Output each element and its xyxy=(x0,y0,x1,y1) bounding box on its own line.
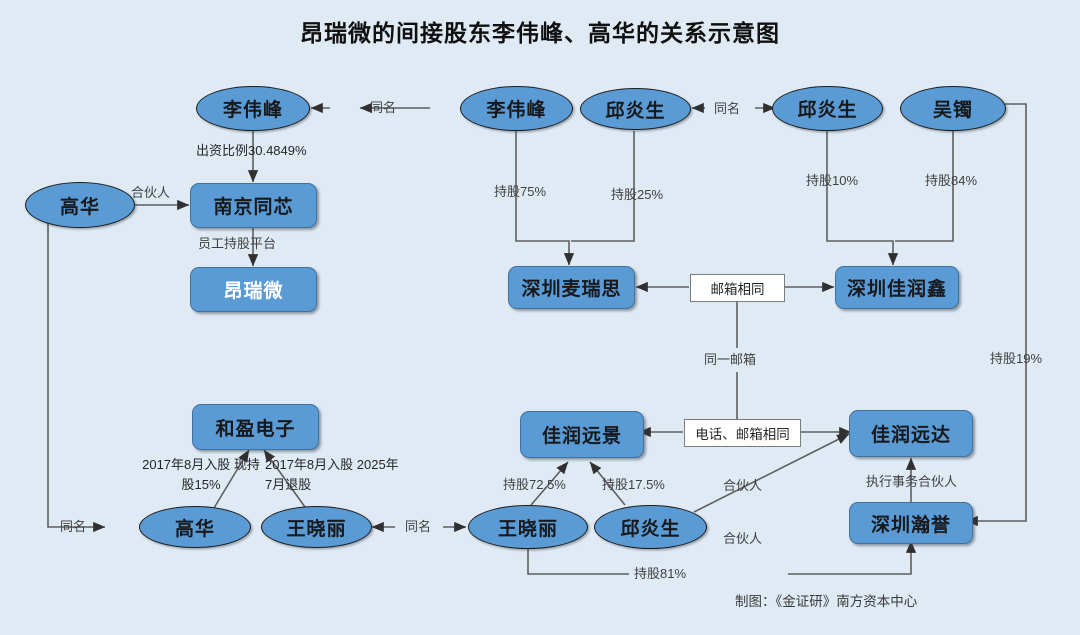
edge-label-chigu-84: 持股84% xyxy=(925,173,978,188)
edge-label-tongming-4: 同名 xyxy=(405,519,432,534)
edge-label-hehuoren-qiu-2: 合伙人 xyxy=(723,531,763,546)
edge-label-hehuoren-gaohua: 合伙人 xyxy=(131,185,171,200)
node-li-weifeng-left[interactable]: 李伟峰 xyxy=(196,86,310,131)
node-angrui-wei[interactable]: 昂瑞微 xyxy=(190,267,317,312)
node-label: 王晓丽 xyxy=(497,518,558,540)
node-nanjing-tongxin[interactable]: 南京同芯 xyxy=(190,183,317,228)
node-wang-xiaoli-right[interactable]: 王晓丽 xyxy=(468,505,588,549)
node-label: 和盈电子 xyxy=(215,418,296,440)
edge-label-chigu-19: 持股19% xyxy=(990,351,1043,366)
node-label: 邱炎生 xyxy=(605,100,666,122)
node-shenzhen-hanyu[interactable]: 深圳瀚誉 xyxy=(849,502,973,544)
node-label: 深圳瀚誉 xyxy=(870,514,951,536)
node-shenzhen-jiarunxin[interactable]: 深圳佳润鑫 xyxy=(835,266,959,309)
node-jiarun-yuanda[interactable]: 佳润远达 xyxy=(849,410,973,457)
edge-label-chigu-25: 持股25% xyxy=(611,187,664,202)
edge-label-chigu-81: 持股81% xyxy=(634,566,687,581)
edge-label-tongming-2: 同名 xyxy=(714,101,741,116)
footer-credit: 制图：《金证研》南方资本中心 xyxy=(735,594,918,609)
node-jiarun-yuanjing[interactable]: 佳润远景 xyxy=(520,411,644,458)
node-gao-hua-top[interactable]: 高华 xyxy=(25,182,135,228)
edge-label-chigu-17-5: 持股17.5% xyxy=(602,477,665,492)
node-label: 深圳麦瑞思 xyxy=(521,279,622,300)
node-label: 邱炎生 xyxy=(620,518,681,540)
node-label: 王晓丽 xyxy=(286,518,347,540)
node-qiu-yansheng-bottom[interactable]: 邱炎生 xyxy=(594,505,707,549)
node-wang-xiaoli-left[interactable]: 王晓丽 xyxy=(261,506,372,548)
box-label-dianhua-youxiang: 电话、邮箱相同 xyxy=(684,419,801,447)
edge-label-rugu-gaohua: 2017年8月入股 现持股15% xyxy=(142,457,260,492)
page-title: 昂瑞微的间接股东李伟峰、高华的关系示意图 xyxy=(300,20,780,46)
edge-label-chuzi-ratio: 出资比例30.4849% xyxy=(196,143,307,158)
edge-label-tongming-3: 同名 xyxy=(60,519,87,534)
edge-label-tongyi-youxiang: 同一邮箱 xyxy=(704,352,757,367)
node-label: 高华 xyxy=(174,518,215,540)
node-label: 昂瑞微 xyxy=(223,281,284,302)
node-qiu-yansheng-left[interactable]: 邱炎生 xyxy=(580,88,691,130)
edge-label-chigu-72-5: 持股72.5% xyxy=(503,477,566,492)
edge-label-tongming-1: 同名 xyxy=(370,100,397,115)
node-heying-dianzi[interactable]: 和盈电子 xyxy=(192,404,319,450)
node-label: 李伟峰 xyxy=(222,100,283,121)
node-qiu-yansheng-right[interactable]: 邱炎生 xyxy=(772,86,883,131)
node-label: 南京同芯 xyxy=(213,197,294,218)
node-wu-zhuo[interactable]: 吴镯 xyxy=(900,86,1006,131)
edge-label-chigu-10: 持股10% xyxy=(806,173,859,188)
edge-label-chigu-75: 持股75% xyxy=(494,184,547,199)
edge-label-hehuoren-qiu-1: 合伙人 xyxy=(723,478,763,493)
edge-label-yuangong-platform: 员工持股平台 xyxy=(198,236,277,251)
node-label: 深圳佳润鑫 xyxy=(846,279,947,300)
node-label: 李伟峰 xyxy=(486,100,547,121)
node-label: 吴镯 xyxy=(932,100,973,121)
node-gao-hua-bottom[interactable]: 高华 xyxy=(139,506,251,548)
node-label: 佳润远景 xyxy=(541,426,622,447)
node-label: 佳润远达 xyxy=(870,425,951,446)
node-label: 邱炎生 xyxy=(797,100,858,121)
node-label: 高华 xyxy=(59,196,100,218)
node-li-weifeng-right[interactable]: 李伟峰 xyxy=(460,86,573,131)
box-label-youxiang-xiangtong: 邮箱相同 xyxy=(690,274,785,302)
edge-label-zhixing-hehuoren: 执行事务合伙人 xyxy=(866,474,958,489)
edge-label-rugu-wangxiaoli: 2017年8月入股 2025年7月退股 xyxy=(265,457,399,492)
node-shenzhen-mairuisi[interactable]: 深圳麦瑞思 xyxy=(508,266,635,309)
